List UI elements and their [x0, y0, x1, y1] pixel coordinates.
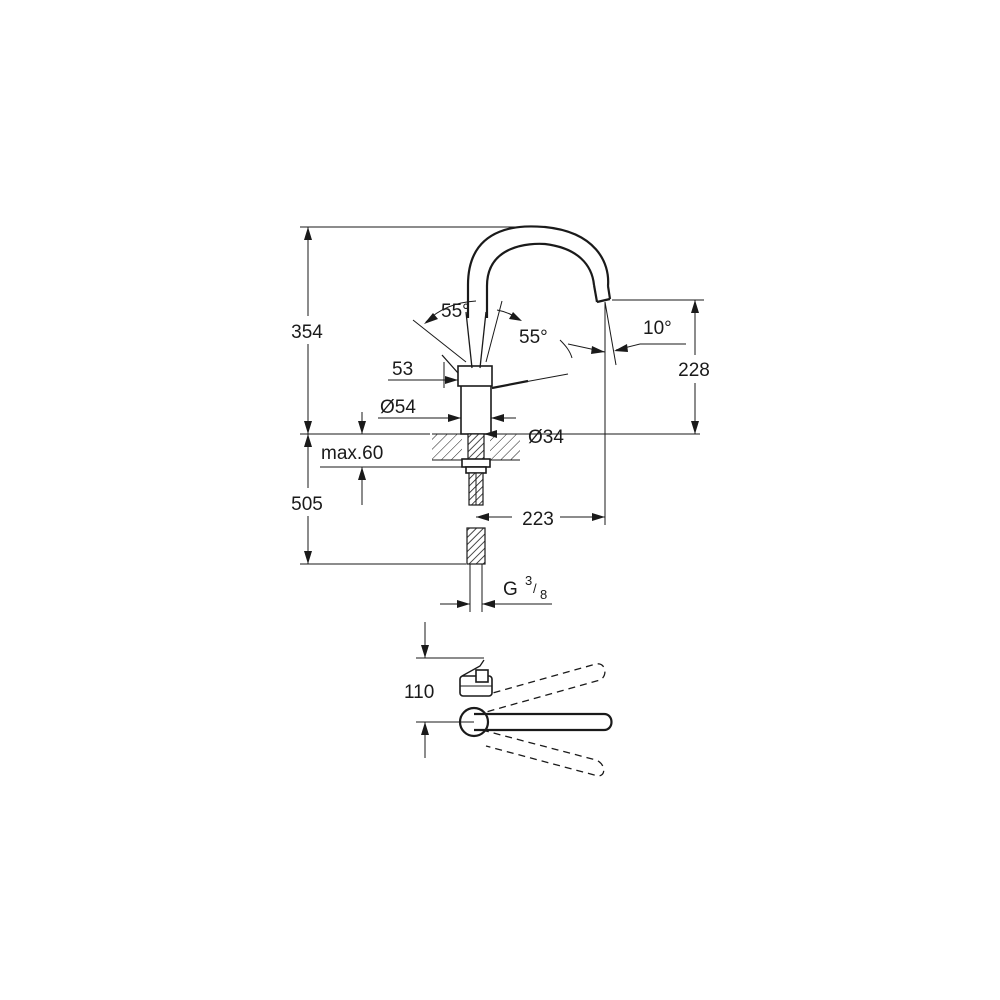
- dim-connection-prefix: G: [503, 579, 518, 600]
- dim-base-diameter: Ø54: [378, 397, 516, 422]
- dim-spout-tilt-label: 10°: [643, 318, 672, 339]
- top-view: 110: [404, 622, 613, 777]
- dim-connection-denominator: 8: [540, 587, 547, 602]
- dim-hole-diameter-label: Ø34: [528, 427, 564, 448]
- spout-swivel-positions: [481, 663, 606, 777]
- dim-spout-height: 228: [612, 299, 720, 434]
- dim-total-height: 354: [283, 226, 545, 435]
- side-view: 354 505 max.60 53: [283, 225, 720, 612]
- dim-base-diameter-label: Ø54: [380, 397, 416, 418]
- dim-spout-height-label: 228: [678, 360, 710, 381]
- dim-top-view-depth: 110: [404, 622, 484, 758]
- dim-handle-depth: 53: [388, 359, 458, 388]
- dim-connection-thread: G 3 / 8: [440, 573, 552, 608]
- dim-total-height-label: 354: [291, 322, 323, 343]
- dim-connection-numerator: 3: [525, 573, 532, 588]
- dim-spout-reach: 223: [476, 302, 606, 530]
- dim-max-thickness: max.60: [320, 412, 462, 505]
- dim-handle-depth-label: 53: [392, 359, 413, 380]
- dim-lever-angle-right: 55°: [485, 300, 573, 389]
- dim-max-thickness-label: max.60: [321, 443, 383, 464]
- dim-below-counter: 505: [283, 434, 466, 565]
- body-and-spout-top: [458, 706, 613, 738]
- dim-spout-tilt: 10°: [567, 301, 686, 366]
- dim-lever-angle-right-label: 55°: [519, 327, 548, 348]
- dim-spout-reach-label: 223: [522, 509, 554, 530]
- faucet-body: [457, 365, 493, 435]
- dim-lever-angle-left-label: 55°: [441, 301, 470, 322]
- dim-hole-diameter: Ø34: [484, 427, 700, 448]
- mounting-assembly: [461, 433, 491, 612]
- dim-below-counter-label: 505: [291, 494, 323, 515]
- lever-top: [459, 659, 493, 697]
- dim-lever-angle-left: 55°: [412, 300, 477, 363]
- faucet-spout: [466, 225, 612, 318]
- dim-connection-slash: /: [533, 581, 537, 596]
- dim-top-view-depth-label: 110: [404, 682, 434, 703]
